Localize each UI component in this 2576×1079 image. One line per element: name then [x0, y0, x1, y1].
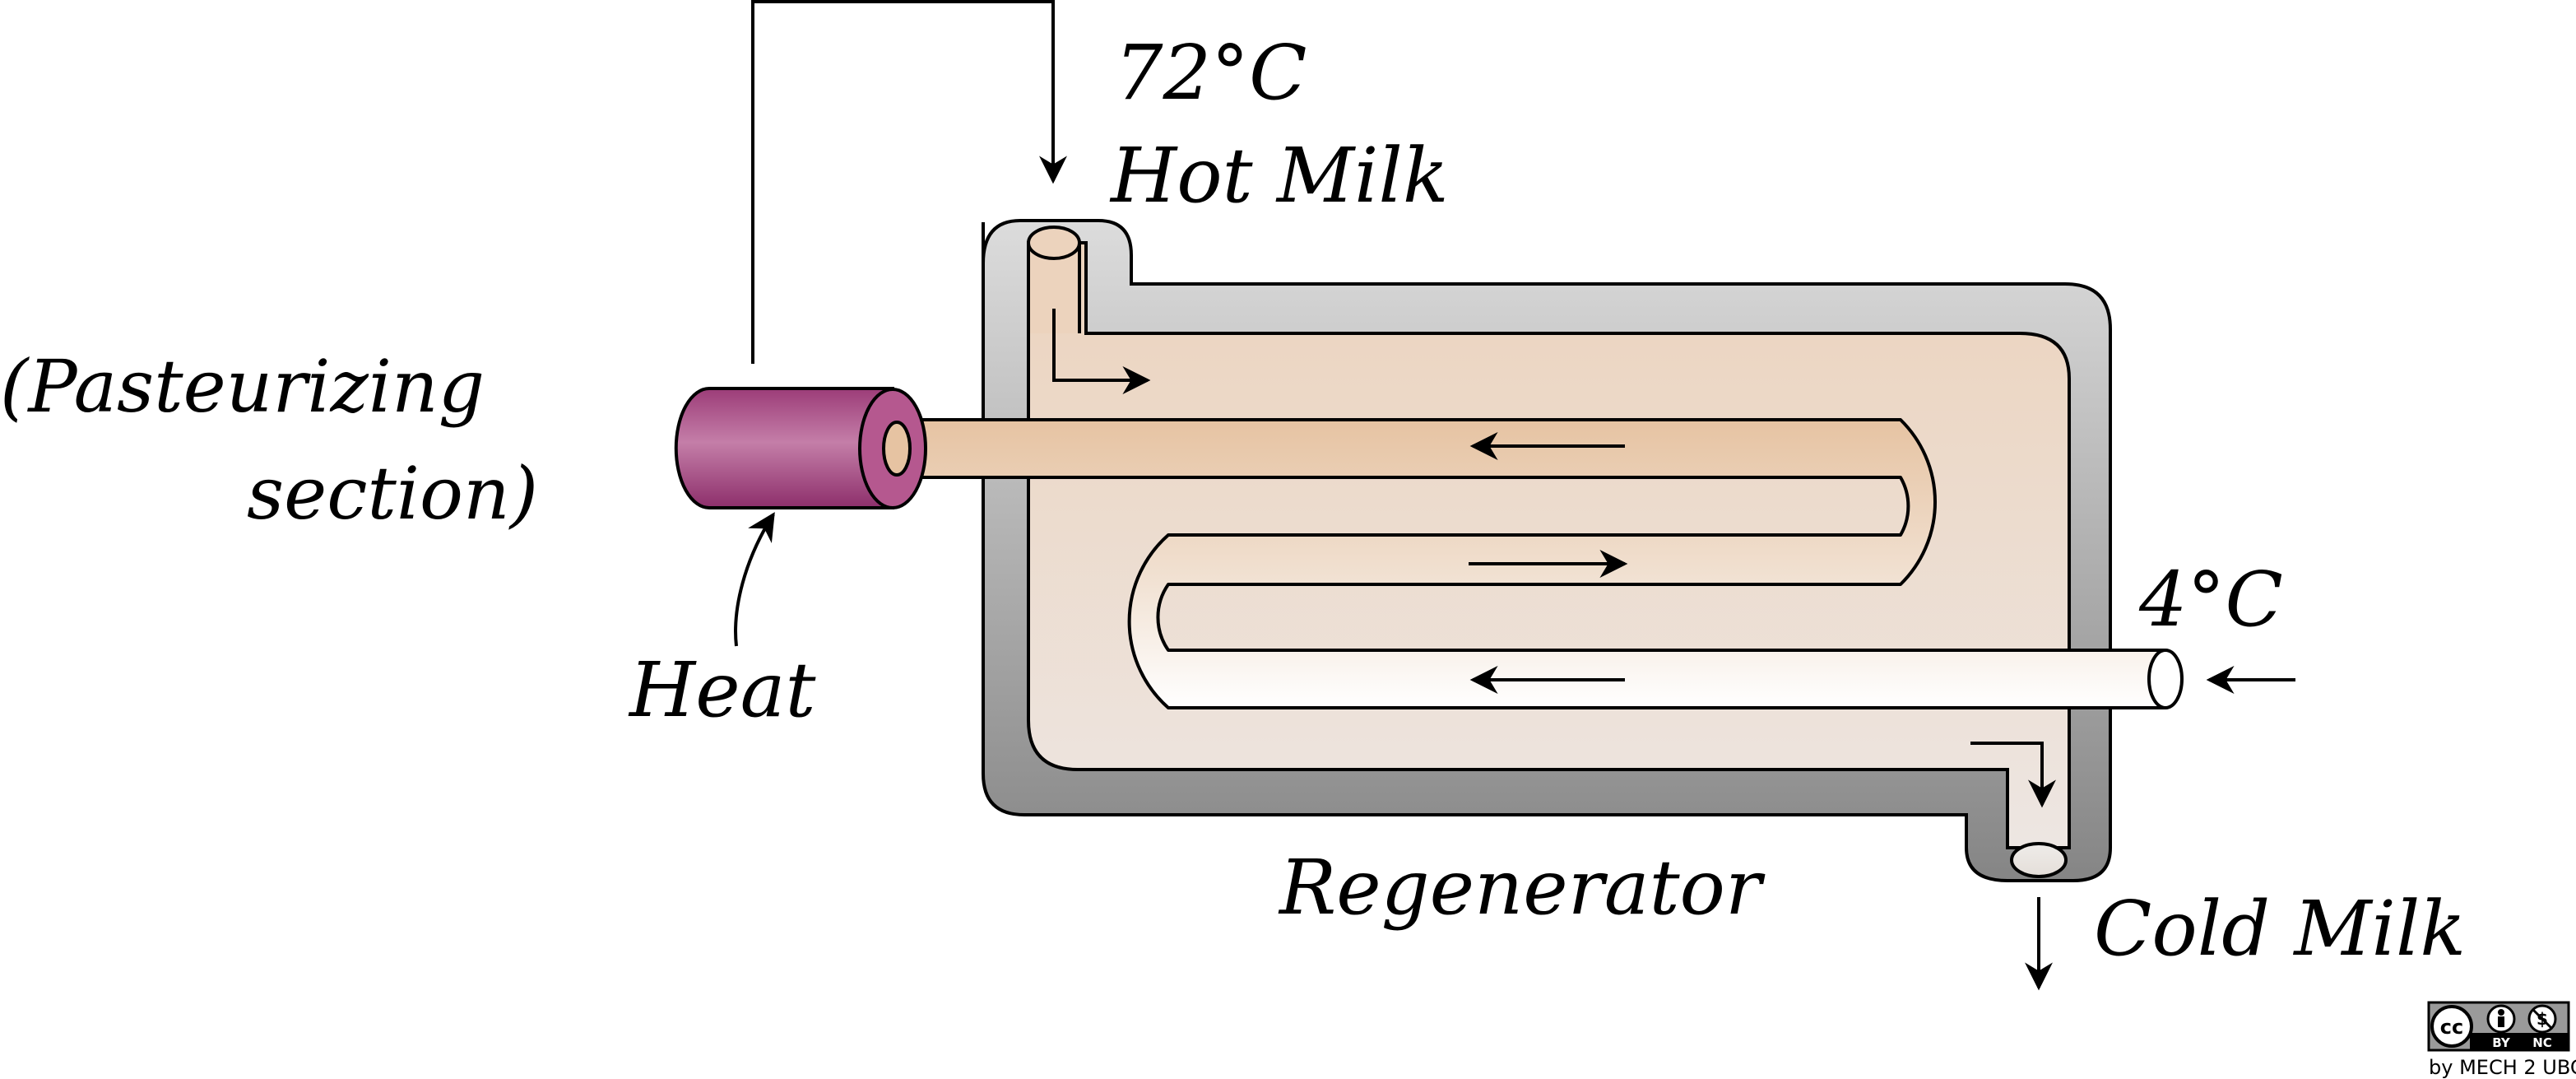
pasteurizing-label-line1: (Pasteurizing [0, 344, 485, 429]
cold-milk-outlet-pipe [2010, 842, 2068, 878]
cc-badge-text: cc [2440, 1016, 2463, 1039]
license-credit: by MECH 2 UBC [2429, 1056, 2576, 1079]
cold-milk-label: Cold Milk [2094, 885, 2466, 973]
cc-license-badge: cc $ BY NC [2427, 1001, 2570, 1052]
cold-milk-temperature-label: 4°C [2138, 556, 2283, 644]
inlet-flow-arrow [1052, 309, 1151, 394]
heat-arrow [734, 512, 775, 647]
outlet-flow-arrow [1970, 742, 2056, 808]
flow-arrows [734, 309, 2295, 991]
hot-milk-return-line [751, 0, 1067, 364]
regenerator-label: Regenerator [1278, 844, 1766, 932]
heat-label: Heat [628, 646, 817, 734]
cold-milk-inlet-opening [2147, 649, 2184, 709]
hot-milk-label: Hot Milk [1109, 132, 1449, 220]
hot-milk-inlet-pipe [1027, 226, 1081, 333]
by-badge-text: BY [2492, 1035, 2511, 1050]
nc-badge-text: NC [2532, 1035, 2552, 1050]
pasteurizing-label-line2: section) [247, 451, 538, 536]
hot-milk-temperature-label: 72°C [1115, 29, 1307, 117]
cc-icon [2430, 1005, 2473, 1048]
heater-cylinder [674, 387, 927, 509]
